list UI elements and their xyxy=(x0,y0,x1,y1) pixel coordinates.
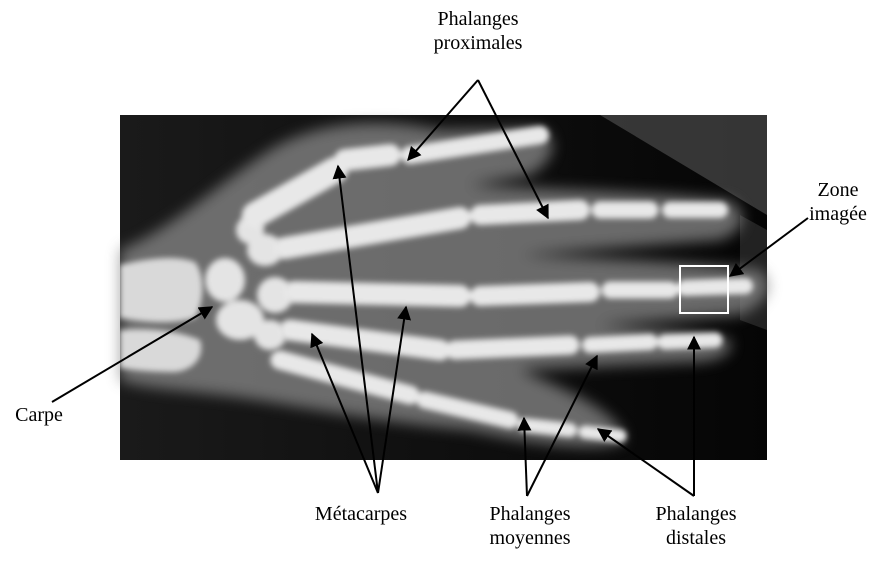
label-phalanges-proximales: Phalanges proximales xyxy=(418,7,538,55)
label-zone-imagee: Zone imagée xyxy=(798,178,878,226)
label-metacarpes: Métacarpes xyxy=(296,502,426,526)
label-line: Métacarpes xyxy=(296,502,426,526)
label-line: moyennes xyxy=(470,526,590,550)
label-phalanges-distales: Phalanges distales xyxy=(636,502,756,550)
label-line: Phalanges xyxy=(470,502,590,526)
label-line: Carpe xyxy=(4,403,74,427)
label-line: distales xyxy=(636,526,756,550)
label-carpe: Carpe xyxy=(4,403,74,427)
label-phalanges-moyennes: Phalanges moyennes xyxy=(470,502,590,550)
label-line: imagée xyxy=(798,202,878,226)
label-line: proximales xyxy=(418,31,538,55)
label-line: Phalanges xyxy=(636,502,756,526)
label-line: Zone xyxy=(798,178,878,202)
label-line: Phalanges xyxy=(418,7,538,31)
